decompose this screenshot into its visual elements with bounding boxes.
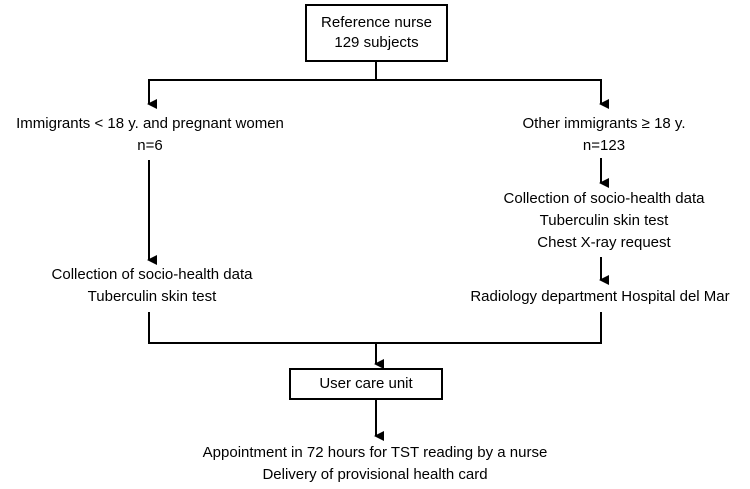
radiology-department: Radiology department Hospital del Mar (450, 286, 750, 308)
right-branch-steps: Collection of socio-health data Tubercul… (470, 188, 738, 254)
right-step-item: Tuberculin skin test (539, 212, 669, 229)
outcome-text: Appointment in 72 hours for TST reading … (160, 442, 590, 486)
reference-nurse-box: Reference nurse 129 subjects (305, 4, 448, 62)
right-step-item: Collection of socio-health data (503, 190, 705, 207)
subject-count: 129 subjects (334, 34, 419, 51)
left-step-item: Collection of socio-health data (51, 266, 253, 283)
user-care-unit-box: User care unit (289, 368, 443, 400)
left-branch-steps: Collection of socio-health data Tubercul… (22, 264, 282, 308)
outcome-line: Appointment in 72 hours for TST reading … (202, 444, 548, 461)
left-step-item: Tuberculin skin test (87, 288, 217, 305)
right-branch-header: Other immigrants ≥ 18 y. n=123 (495, 113, 713, 157)
reference-nurse-label: Reference nurse (321, 14, 432, 31)
outcome-line: Delivery of provisional health card (262, 466, 488, 483)
right-step-item: Chest X-ray request (537, 234, 671, 251)
left-branch-count: n=6 (137, 137, 163, 154)
user-care-unit-label: User care unit (319, 375, 413, 392)
left-branch-title: Immigrants < 18 y. and pregnant women (16, 115, 284, 132)
right-branch-title: Other immigrants ≥ 18 y. (522, 115, 686, 132)
left-branch-header: Immigrants < 18 y. and pregnant women n=… (0, 113, 300, 157)
right-branch-count: n=123 (582, 137, 626, 154)
radiology-label: Radiology department Hospital del Mar (470, 288, 730, 305)
